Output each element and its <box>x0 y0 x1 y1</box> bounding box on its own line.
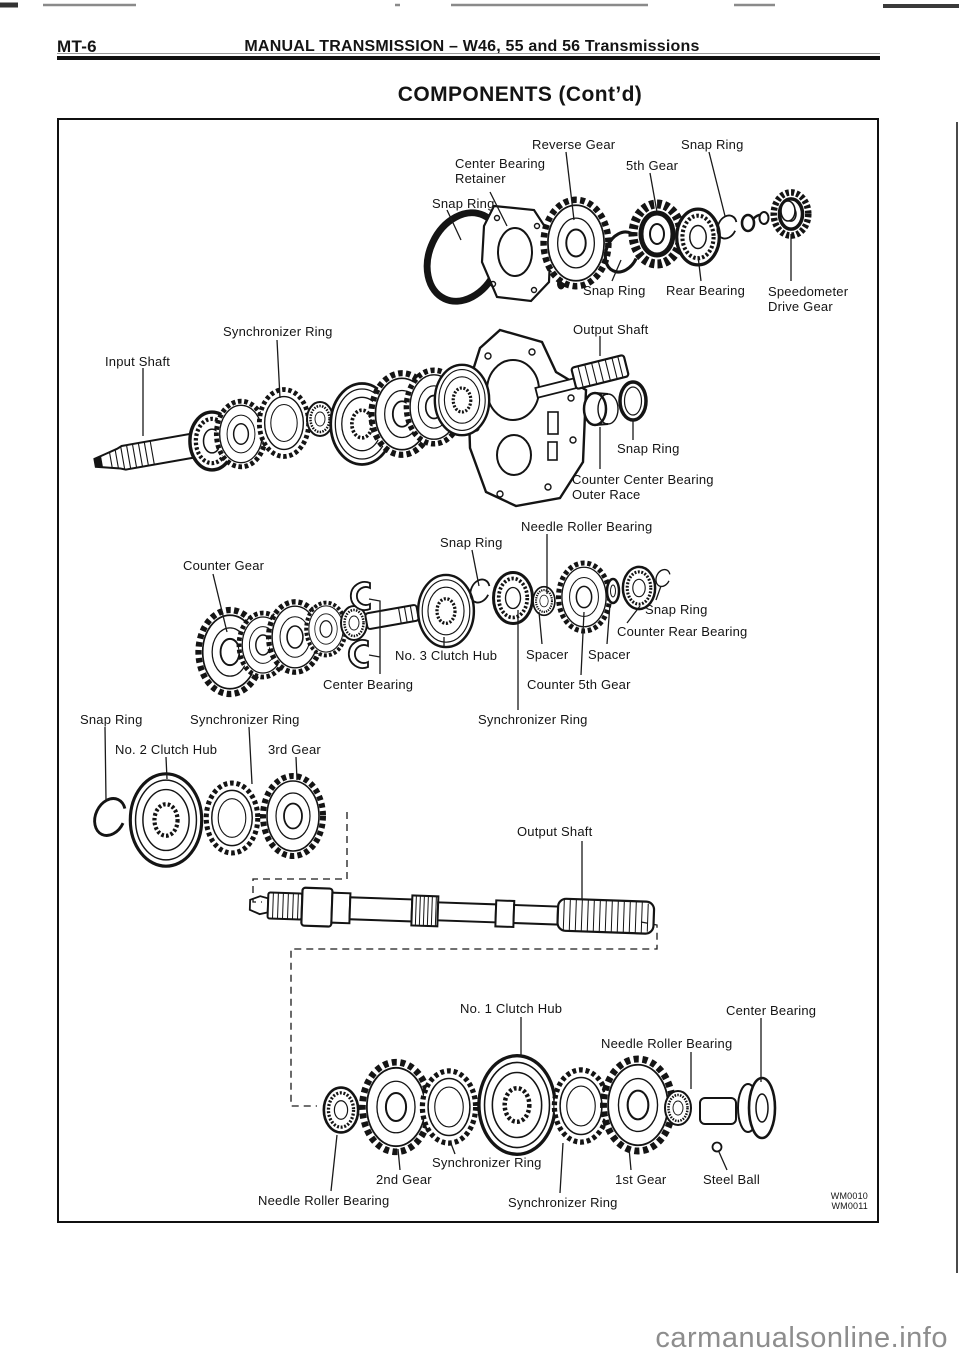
label-snap-ring-case: Snap Ring <box>617 441 680 456</box>
label-speedometer-drive-gear: Speedometer Drive Gear <box>768 284 849 314</box>
label-steel-ball: Steel Ball <box>703 1172 760 1187</box>
page-header: MANUAL TRANSMISSION – W46, 55 and 56 Tra… <box>120 38 824 56</box>
header-rule-shadow <box>57 53 880 54</box>
label-spacer-front: Spacer <box>526 647 569 662</box>
label-input-shaft: Input Shaft <box>105 354 171 369</box>
label-5th-gear: 5th Gear <box>626 158 679 173</box>
diagram-frame <box>57 118 879 1223</box>
label-snap-ring-counter-front: Snap Ring <box>440 535 503 550</box>
label-1st-gear: 1st Gear <box>615 1172 667 1187</box>
label-snap-ring-under-5th: Snap Ring <box>583 283 646 298</box>
label-needle-roller-bearing-2nd: Needle Roller Bearing <box>258 1193 390 1208</box>
watermark-text: carmanualsonline.info <box>655 1322 948 1354</box>
figure-codes: WM0010 WM0011 <box>792 1191 868 1211</box>
label-synchronizer-ring-3rd: Synchronizer Ring <box>190 712 300 727</box>
label-synchronizer-ring-1st: Synchronizer Ring <box>508 1195 618 1210</box>
header-rule <box>57 56 880 60</box>
section-title: COMPONENTS (Cont’d) <box>397 83 643 106</box>
label-synchronizer-ring-counter: Synchronizer Ring <box>478 712 588 727</box>
label-needle-roller-bearing-1st: Needle Roller Bearing <box>601 1036 733 1051</box>
label-spacer-rear: Spacer <box>588 647 631 662</box>
label-no3-clutch-hub: No. 3 Clutch Hub <box>395 648 498 663</box>
label-rear-bearing: Rear Bearing <box>666 283 745 298</box>
label-synchronizer-ring-input: Synchronizer Ring <box>223 324 333 339</box>
label-snap-ring-top: Snap Ring <box>681 137 744 152</box>
label-reverse-gear: Reverse Gear <box>532 137 616 152</box>
label-counter-gear: Counter Gear <box>183 558 265 573</box>
header-subtitle: – W46, 55 and 56 Transmissions <box>449 38 700 55</box>
label-no2-clutch-hub: No. 2 Clutch Hub <box>115 742 218 757</box>
label-2nd-gear: 2nd Gear <box>376 1172 432 1187</box>
label-output-shaft-main: Output Shaft <box>517 824 593 839</box>
label-counter-center-bearing-outer-race: Counter Center Bearing Outer Race <box>572 472 714 502</box>
label-snap-ring-no2: Snap Ring <box>80 712 143 727</box>
figure-code-2: WM0011 <box>831 1201 868 1211</box>
label-snap-ring-counter-rear: Snap Ring <box>645 602 708 617</box>
label-3rd-gear: 3rd Gear <box>268 742 321 757</box>
label-counter-5th-gear: Counter 5th Gear <box>527 677 631 692</box>
label-needle-roller-bearing-counter: Needle Roller Bearing <box>521 519 653 534</box>
label-center-bearing-counter: Center Bearing <box>323 677 414 692</box>
label-no1-clutch-hub: No. 1 Clutch Hub <box>460 1001 563 1016</box>
label-snap-ring-top-left: Snap Ring <box>432 196 495 211</box>
page-number: MT-6 <box>57 37 97 56</box>
label-center-bearing-output: Center Bearing <box>726 1003 817 1018</box>
label-synchronizer-ring-2nd: Synchronizer Ring <box>432 1155 542 1170</box>
header-title: MANUAL TRANSMISSION <box>244 38 445 55</box>
label-center-bearing-retainer: Center Bearing Retainer <box>455 156 546 186</box>
label-counter-rear-bearing: Counter Rear Bearing <box>617 624 748 639</box>
figure-code-1: WM0010 <box>830 1191 868 1201</box>
label-output-shaft-case: Output Shaft <box>573 322 649 337</box>
